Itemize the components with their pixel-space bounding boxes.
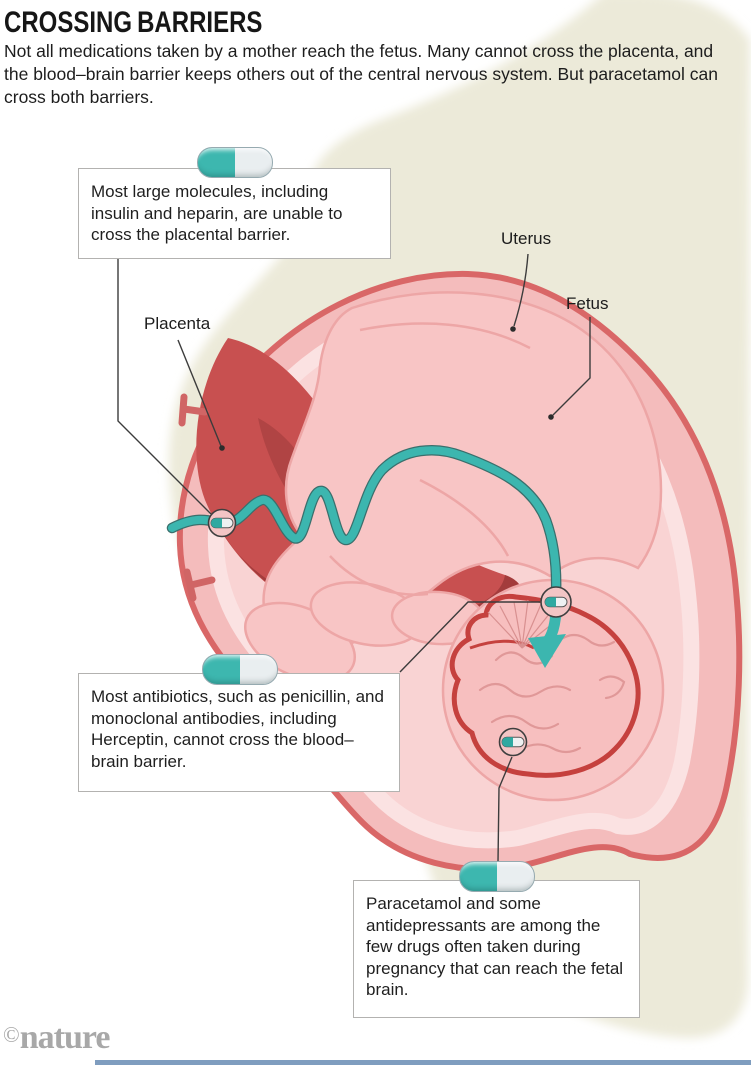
bottom-accent-bar <box>95 1060 751 1065</box>
callout-lines <box>117 253 591 863</box>
placental-barrier-marker <box>207 508 237 538</box>
uterus-label: Uterus <box>501 229 552 248</box>
callout-placental-barrier-text: Most large molecules, including insulin … <box>91 182 343 244</box>
copyright-symbol: © <box>3 1022 20 1047</box>
capsule-icon <box>210 517 234 529</box>
callout-blood-brain-barrier-text: Most antibiotics, such as penicillin, an… <box>91 687 384 771</box>
cerebellum-divider <box>469 639 535 650</box>
blood-brain-barrier-marker <box>540 586 572 618</box>
page-title: CROSSING BARRIERS <box>4 6 263 39</box>
line-placenta-label <box>177 339 222 447</box>
fetus-label: Fetus <box>566 294 609 313</box>
callout-paracetamol: Paracetamol and some antidepressants are… <box>353 880 640 1018</box>
line-box1-to-placenta-marker <box>117 259 212 515</box>
capsule-icon <box>459 861 535 892</box>
drug-arrow-head <box>528 634 566 668</box>
line-uterus-label <box>513 253 529 327</box>
placenta-label: Placenta <box>144 314 211 333</box>
capsule-icon <box>544 596 568 608</box>
capsule-icon <box>202 654 278 685</box>
fetus-detail-lines <box>329 322 531 596</box>
umbilical-cord <box>168 446 561 604</box>
placenta-vessel-stubs <box>178 393 216 602</box>
line-brain-marker-to-box3 <box>497 756 513 863</box>
intro-paragraph: Not all medications taken by a mother re… <box>4 41 719 107</box>
callout-blood-brain-barrier: Most antibiotics, such as penicillin, an… <box>78 673 400 792</box>
fetus-body <box>262 291 663 653</box>
fetal-brain-marker <box>498 727 528 757</box>
callout-paracetamol-text: Paracetamol and some antidepressants are… <box>366 894 624 999</box>
nature-wordmark: nature <box>19 1019 111 1056</box>
label-end-dots <box>219 326 554 451</box>
nature-logo: ©nature <box>3 1019 111 1057</box>
callout-placental-barrier: Most large molecules, including insulin … <box>78 168 391 259</box>
capsule-icon <box>501 736 525 748</box>
line-box2-to-brain-marker <box>399 601 540 673</box>
line-fetus-label <box>552 317 591 416</box>
capsule-icon <box>197 147 273 178</box>
